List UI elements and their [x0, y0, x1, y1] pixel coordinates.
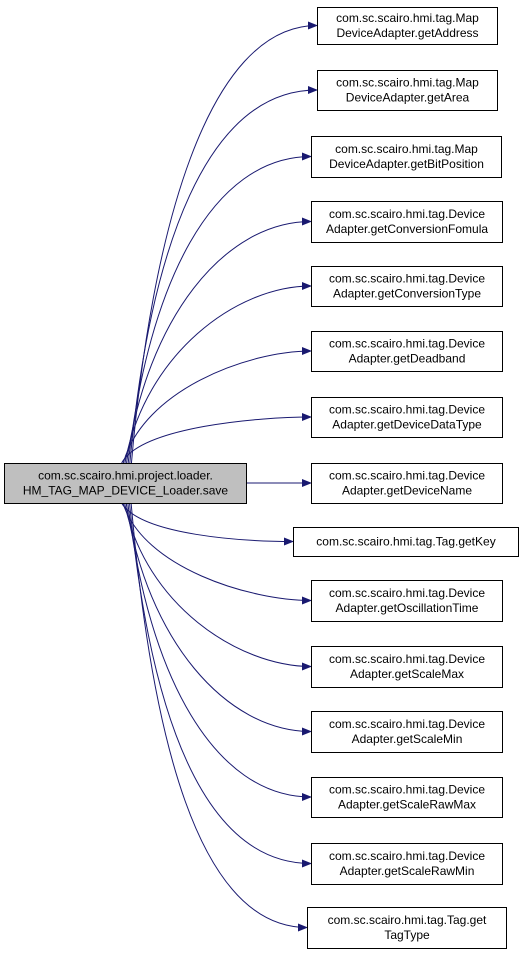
call-edge: [122, 347, 312, 464]
target-node-label-line: com.sc.scairo.hmi.tag.Device: [329, 652, 485, 666]
target-node[interactable]: com.sc.scairo.hmi.tag.Tag.getKey: [293, 527, 519, 557]
call-edge: [127, 152, 312, 464]
target-node-box: [311, 580, 503, 622]
target-node[interactable]: com.sc.scairo.hmi.tag.DeviceAdapter.getS…: [311, 843, 503, 885]
target-node-label-line: Adapter.getConversionFomula: [326, 222, 488, 236]
target-node-label-line: com.sc.scairo.hmi.tag.Tag.get: [328, 913, 487, 927]
target-node[interactable]: com.sc.scairo.hmi.tag.DeviceAdapter.getC…: [311, 266, 503, 307]
target-node-label-line: com.sc.scairo.hmi.tag.Device: [329, 272, 485, 286]
target-node-label-line: com.sc.scairo.hmi.tag.Device: [329, 403, 485, 417]
target-node-label-line: DeviceAdapter.getArea: [346, 91, 470, 105]
target-node-label-line: Adapter.getDeadband: [349, 352, 466, 366]
target-node[interactable]: com.sc.scairo.hmi.tag.DeviceAdapter.getD…: [311, 463, 503, 504]
call-edge: [125, 502, 312, 736]
target-node-label-line: com.sc.scairo.hmi.tag.Device: [329, 849, 485, 863]
target-node-label-line: com.sc.scairo.hmi.tag.Tag.getKey: [316, 535, 495, 549]
target-node-label-line: com.sc.scairo.hmi.tag.Device: [329, 717, 485, 731]
target-node-label-line: com.sc.scairo.hmi.tag.Map: [336, 76, 479, 90]
target-node-box: [311, 397, 503, 438]
target-node-box: [317, 70, 498, 111]
target-node[interactable]: com.sc.scairo.hmi.tag.DeviceAdapter.getS…: [311, 777, 503, 818]
target-node[interactable]: com.sc.scairo.hmi.tag.MapDeviceAdapter.g…: [317, 7, 498, 45]
target-node-label-line: TagType: [384, 928, 430, 942]
target-node-label-line: Adapter.getScaleMax: [350, 667, 464, 681]
target-node-label-line: Adapter.getScaleRawMin: [340, 864, 475, 878]
target-node-label-line: com.sc.scairo.hmi.tag.Device: [329, 207, 485, 221]
target-node-box: [317, 7, 498, 45]
call-edges: [121, 21, 318, 932]
target-node-label-line: com.sc.scairo.hmi.tag.Map: [335, 142, 478, 156]
target-node[interactable]: com.sc.scairo.hmi.tag.DeviceAdapter.getS…: [311, 711, 503, 753]
target-node-box: [311, 843, 503, 885]
target-node-box: [311, 201, 503, 243]
target-node-box: [311, 136, 502, 178]
target-node-label-line: DeviceAdapter.getAddress: [336, 26, 478, 40]
call-edge: [129, 502, 312, 868]
target-node-box: [311, 331, 503, 372]
target-node-label-line: com.sc.scairo.hmi.tag.Device: [329, 469, 485, 483]
target-node-label-line: com.sc.scairo.hmi.tag.Map: [336, 11, 479, 25]
target-node[interactable]: com.sc.scairo.hmi.tag.MapDeviceAdapter.g…: [317, 70, 498, 111]
target-node-label-line: Adapter.getScaleMin: [352, 732, 463, 746]
graph-nodes: com.sc.scairo.hmi.project.loader.HM_TAG_…: [4, 7, 519, 949]
target-node[interactable]: com.sc.scairo.hmi.tag.MapDeviceAdapter.g…: [311, 136, 502, 178]
call-edge: [127, 502, 312, 801]
target-node[interactable]: com.sc.scairo.hmi.tag.DeviceAdapter.getD…: [311, 331, 503, 372]
target-node-label-line: com.sc.scairo.hmi.tag.Device: [329, 586, 485, 600]
target-node[interactable]: com.sc.scairo.hmi.tag.DeviceAdapter.getO…: [311, 580, 503, 622]
source-node-label-line: com.sc.scairo.hmi.project.loader.: [38, 469, 213, 483]
target-node-label-line: Adapter.getDeviceDataType: [332, 418, 482, 432]
target-node-box: [311, 711, 503, 753]
call-edge: [121, 413, 312, 464]
call-edge: [126, 217, 312, 464]
target-node-box: [311, 646, 503, 688]
target-node-label-line: Adapter.getDeviceName: [342, 484, 472, 498]
target-node-box: [293, 527, 519, 557]
source-node-box: [4, 463, 247, 504]
call-edge: [130, 502, 308, 932]
source-node-label-line: HM_TAG_MAP_DEVICE_Loader.save: [23, 484, 229, 498]
call-edge: [130, 21, 318, 464]
target-node[interactable]: com.sc.scairo.hmi.tag.DeviceAdapter.getC…: [311, 201, 503, 243]
source-node[interactable]: com.sc.scairo.hmi.project.loader.HM_TAG_…: [4, 463, 247, 504]
target-node-label-line: Adapter.getScaleRawMax: [338, 798, 476, 812]
target-node-label-line: Adapter.getConversionType: [333, 287, 481, 301]
target-node-box: [311, 266, 503, 307]
target-node[interactable]: com.sc.scairo.hmi.tag.DeviceAdapter.getD…: [311, 397, 503, 438]
target-node-label-line: Adapter.getOscillationTime: [336, 601, 479, 615]
target-node-box: [307, 907, 507, 949]
call-edge: [122, 502, 312, 605]
target-node-box: [311, 463, 503, 504]
call-edge: [129, 86, 318, 464]
call-edge: [124, 282, 312, 464]
call-edge: [121, 502, 294, 546]
target-node[interactable]: com.sc.scairo.hmi.tag.DeviceAdapter.getS…: [311, 646, 503, 688]
call-edge: [124, 502, 312, 671]
target-node-box: [311, 777, 503, 818]
target-node-label-line: com.sc.scairo.hmi.tag.Device: [329, 337, 485, 351]
target-node-label-line: DeviceAdapter.getBitPosition: [329, 157, 484, 171]
target-node-label-line: com.sc.scairo.hmi.tag.Device: [329, 783, 485, 797]
